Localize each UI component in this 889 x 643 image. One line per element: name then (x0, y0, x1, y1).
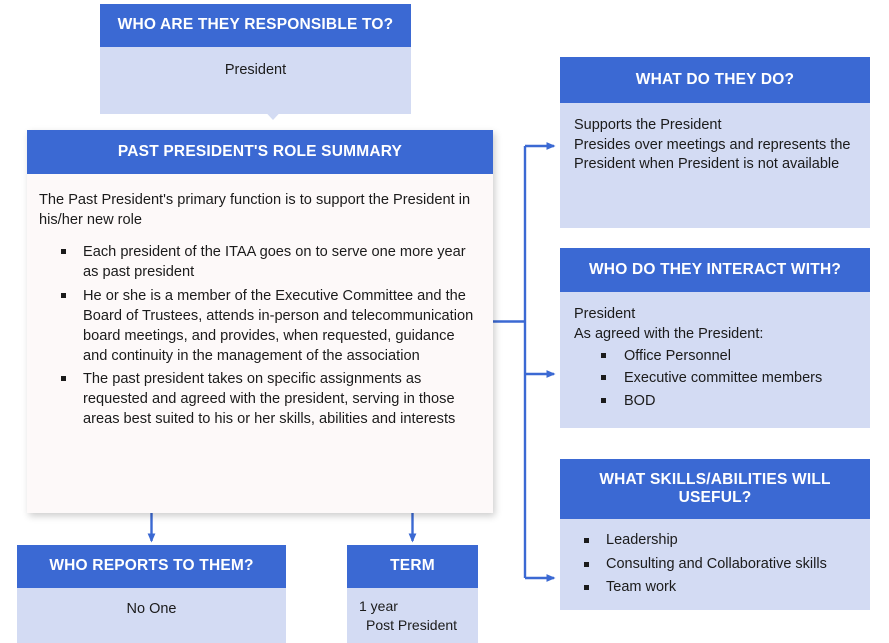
card-responsible-to[interactable]: WHO ARE THEY RESPONSIBLE TO? President (100, 4, 411, 114)
skills-abilities-body: Leadership Consulting and Collaborative … (560, 519, 870, 610)
what-do-they-do-line-2: Presides over meetings and represents th… (574, 136, 851, 173)
role-summary-lede: The Past President's primary function is… (39, 192, 471, 229)
reports-to-them-header: WHO REPORTS TO THEM? (17, 545, 286, 588)
interact-with-bullet-list: Office Personnel Executive committee mem… (574, 346, 858, 411)
card-what-do-they-do[interactable]: WHAT DO THEY DO? Supports the President … (560, 57, 870, 228)
interact-with-line-2: As agreed with the President: (574, 325, 764, 342)
interact-with-body: President As agreed with the President: … (560, 292, 870, 428)
responsible-to-down-tab-icon (258, 104, 288, 120)
term-line-1: 1 year (359, 598, 398, 614)
list-item: He or she is a member of the Executive C… (61, 286, 475, 367)
list-item: Each president of the ITAA goes on to se… (61, 242, 475, 282)
list-item: Executive committee members (601, 368, 858, 388)
list-item: The past president takes on specific ass… (61, 369, 475, 429)
skills-bullet-list: Leadership Consulting and Collaborative … (574, 531, 858, 598)
interact-with-header: WHO DO THEY INTERACT WITH? (560, 248, 870, 292)
list-item: BOD (601, 391, 858, 411)
what-do-they-do-header: WHAT DO THEY DO? (560, 57, 870, 103)
role-summary-body: The Past President's primary function is… (27, 174, 493, 513)
responsible-to-header: WHO ARE THEY RESPONSIBLE TO? (100, 4, 411, 47)
skills-header-line-1: WHAT SKILLS/ABILITIES WILL (599, 470, 831, 488)
list-item: Team work (584, 578, 858, 598)
card-skills-abilities[interactable]: WHAT SKILLS/ABILITIES WILL USEFUL? Leade… (560, 459, 870, 610)
card-reports-to-them[interactable]: WHO REPORTS TO THEM? No One (17, 545, 286, 643)
skills-header-line-2: USEFUL? (678, 489, 752, 506)
card-term[interactable]: TERM 1 year Post President (347, 545, 478, 643)
list-item: Consulting and Collaborative skills (584, 555, 858, 575)
responsible-to-body: President (100, 47, 411, 114)
list-item: Leadership (584, 531, 858, 551)
role-summary-header: PAST PRESIDENT'S ROLE SUMMARY (27, 130, 493, 174)
what-do-they-do-body: Supports the President Presides over mee… (560, 103, 870, 228)
term-header: TERM (347, 545, 478, 588)
interact-with-line-1: President (574, 306, 636, 322)
skills-abilities-header: WHAT SKILLS/ABILITIES WILL USEFUL? (560, 459, 870, 519)
role-summary-bullet-list: Each president of the ITAA goes on to se… (39, 242, 479, 429)
reports-to-them-body: No One (17, 588, 286, 643)
term-line-2: Post President (366, 616, 458, 633)
card-role-summary[interactable]: PAST PRESIDENT'S ROLE SUMMARY The Past P… (27, 130, 493, 513)
term-body: 1 year Post President (347, 588, 478, 643)
what-do-they-do-line-1: Supports the President (574, 117, 722, 133)
card-interact-with[interactable]: WHO DO THEY INTERACT WITH? President As … (560, 248, 870, 428)
list-item: Office Personnel (601, 346, 858, 366)
